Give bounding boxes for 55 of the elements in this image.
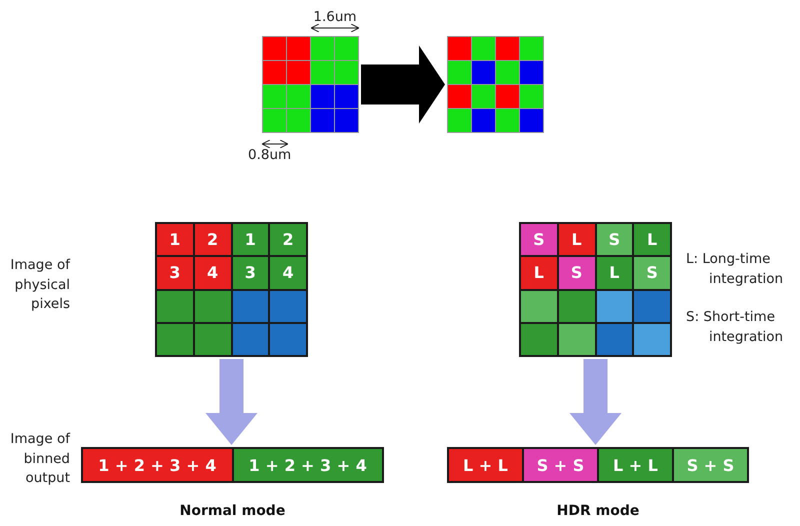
pixel — [270, 290, 306, 322]
pixel-grid — [519, 222, 672, 357]
pixel: S — [634, 257, 670, 288]
dimension-label: 0.8um — [248, 146, 292, 165]
pixel — [558, 324, 594, 355]
text-label: Image of physical pixels — [9, 256, 70, 314]
pixel: 1 — [157, 224, 193, 256]
pixel: S — [521, 224, 557, 256]
pixel: S — [596, 224, 632, 256]
pixel: 2 — [270, 224, 306, 256]
pixel — [521, 290, 557, 322]
pixel — [596, 290, 632, 322]
dimension-label: 1.6um — [312, 8, 358, 27]
text-label: S: Short-time integration — [686, 308, 784, 347]
pixel: 4 — [194, 257, 230, 288]
pixel — [157, 290, 193, 322]
pixel — [270, 324, 306, 355]
binned-pixel: L + L — [449, 449, 522, 481]
block-arrow — [361, 46, 445, 124]
pixel — [157, 324, 193, 355]
color-filter-grid — [262, 36, 359, 133]
binned-pixel: L + L — [599, 449, 672, 481]
pixel — [558, 290, 594, 322]
block-arrow — [570, 359, 622, 445]
text-label: Image of binned output — [9, 430, 70, 488]
pixel — [232, 324, 268, 355]
mode-caption: Normal mode — [178, 503, 286, 519]
pixel: L — [558, 224, 594, 256]
pixel — [194, 290, 230, 322]
mode-caption: HDR mode — [556, 503, 640, 519]
color-filter-grid — [447, 36, 544, 133]
block-arrow — [206, 359, 258, 445]
text-label: L: Long-time integration — [686, 250, 784, 289]
binned-pixel: S + S — [524, 449, 597, 481]
pixel: 1 — [232, 224, 268, 256]
pixel: S — [558, 257, 594, 288]
pixel — [232, 290, 268, 322]
pixel — [634, 324, 670, 355]
pixel: 3 — [157, 257, 193, 288]
pixel: 3 — [232, 257, 268, 288]
binned-output-bar — [81, 447, 384, 483]
pixel — [521, 324, 557, 355]
pixel: L — [634, 224, 670, 256]
binned-pixel: 1 + 2 + 3 + 4 — [83, 449, 232, 481]
pixel — [634, 290, 670, 322]
binned-pixel: 1 + 2 + 3 + 4 — [234, 449, 382, 481]
binned-pixel: S + S — [674, 449, 747, 481]
pixel: L — [596, 257, 632, 288]
pixel: 2 — [194, 224, 230, 256]
pixel — [596, 324, 632, 355]
pixel-grid — [155, 222, 308, 357]
pixel — [194, 324, 230, 355]
pixel: L — [521, 257, 557, 288]
binned-output-bar — [447, 447, 749, 483]
pixel: 4 — [270, 257, 306, 288]
